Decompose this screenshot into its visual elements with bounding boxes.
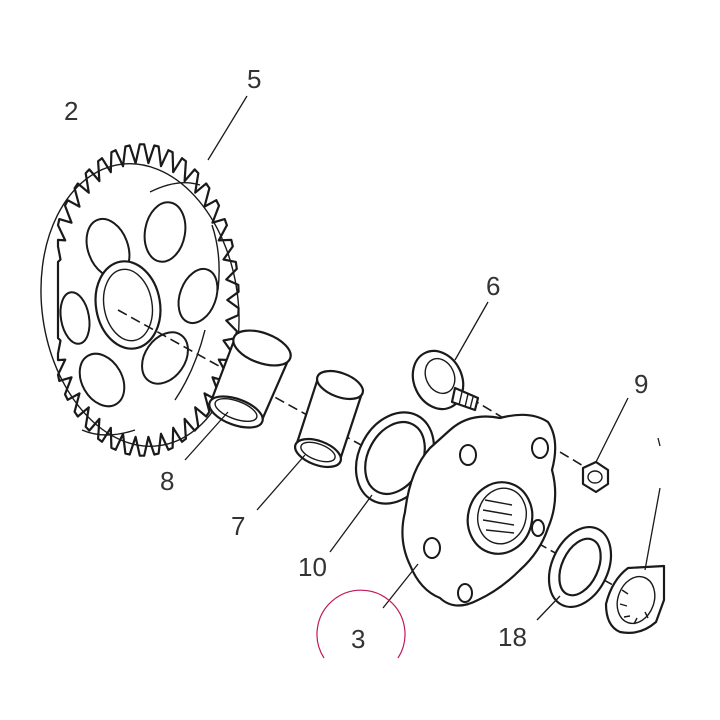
locknut <box>604 564 666 634</box>
highlight-circle <box>316 589 406 659</box>
spacer-8 <box>208 329 292 429</box>
hub-flange-3 <box>401 413 557 607</box>
callout-2: 2 <box>64 96 78 126</box>
stud-6 <box>411 349 480 412</box>
callout-3: 3 <box>351 624 365 654</box>
callout-7: 7 <box>231 511 245 541</box>
callout-10: 10 <box>298 552 327 582</box>
washer-18 <box>547 526 613 608</box>
sprocket <box>40 143 240 457</box>
callout-8: 8 <box>160 466 174 496</box>
callout-9: 9 <box>634 369 648 399</box>
callout-5: 5 <box>247 64 261 94</box>
nut-9 <box>581 460 610 494</box>
spacer-7 <box>293 369 365 469</box>
callout-6: 6 <box>486 271 500 301</box>
assembly-axis <box>117 309 641 601</box>
callout-18: 18 <box>498 622 527 652</box>
